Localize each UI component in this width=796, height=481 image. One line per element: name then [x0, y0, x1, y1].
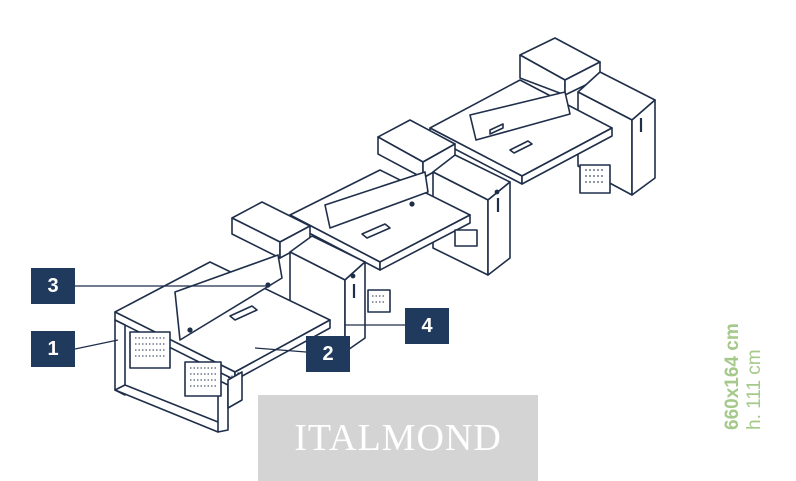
callout-leaders	[74, 285, 405, 353]
watermark-logo: ITALMOND	[258, 395, 538, 481]
dimension-height: h. 111 cm	[744, 349, 765, 430]
cabinet-near	[231, 201, 366, 353]
dimension-size: 660x164 cm	[722, 323, 743, 430]
desk-middle	[289, 169, 478, 271]
callout-4: 4	[405, 308, 449, 344]
desk-far	[429, 79, 613, 194]
leader-2	[254, 347, 307, 353]
callout-1: 1	[31, 331, 75, 367]
dimensions-label: 660x164 cm h. 111 cm	[722, 290, 770, 430]
callout-2: 2	[306, 336, 350, 372]
leader-1	[74, 339, 119, 350]
callout-3: 3	[31, 268, 75, 304]
